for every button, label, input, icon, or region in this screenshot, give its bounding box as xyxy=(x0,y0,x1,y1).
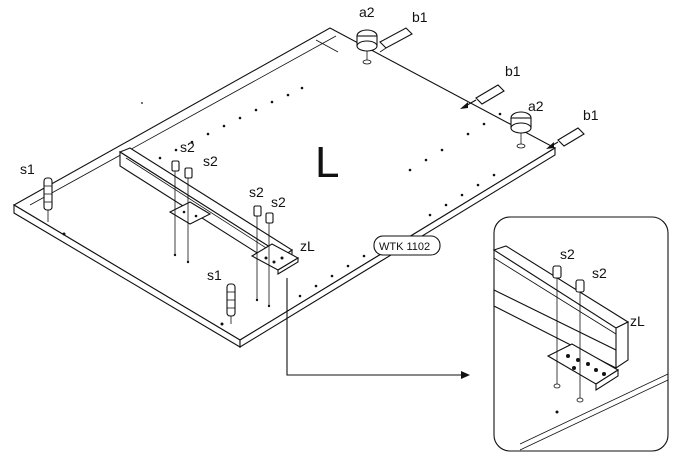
label-zl-main: zL xyxy=(300,238,315,254)
cam-bolt-b1-right xyxy=(546,127,585,149)
part-code-badge xyxy=(373,235,441,256)
cam-lock-a2-top xyxy=(356,29,378,65)
detail-label-s2-right: s2 xyxy=(592,265,607,281)
hole-column-right xyxy=(408,112,502,172)
label-b1-right: b1 xyxy=(583,107,599,123)
cam-lock-a2-right xyxy=(510,111,532,149)
screw-s2-group-rear xyxy=(253,205,274,308)
dowel-s1-bottom xyxy=(226,283,236,324)
label-s1-bottom: s1 xyxy=(207,267,222,283)
label-s2-c: s2 xyxy=(249,184,264,200)
label-b1-middle: b1 xyxy=(505,63,521,79)
detail-leader-line xyxy=(286,278,468,376)
detail-inset xyxy=(492,216,669,452)
cam-bolt-b1-top xyxy=(379,27,413,53)
part-code-label: WTK 1102 xyxy=(379,241,430,253)
detail-label-s2-left: s2 xyxy=(560,246,575,262)
label-b1-top: b1 xyxy=(412,9,428,25)
label-s2-a: s2 xyxy=(180,139,195,155)
drawer-rail xyxy=(118,147,300,275)
cam-bolt-b1-middle xyxy=(460,84,505,109)
label-s1-left: s1 xyxy=(20,161,35,177)
dowel-s1-left xyxy=(43,177,53,222)
label-s2-d: s2 xyxy=(271,194,286,210)
screw-s2-group-front xyxy=(171,160,193,264)
hole-row-lower xyxy=(298,173,496,298)
detail-label-zl: zL xyxy=(630,313,645,329)
hole-row-upper xyxy=(158,86,304,160)
panel-side-letter: L xyxy=(315,138,339,187)
label-a2-top: a2 xyxy=(359,4,375,20)
board-panel xyxy=(12,27,557,348)
label-a2-right: a2 xyxy=(528,98,544,114)
label-s2-b: s2 xyxy=(203,153,218,169)
